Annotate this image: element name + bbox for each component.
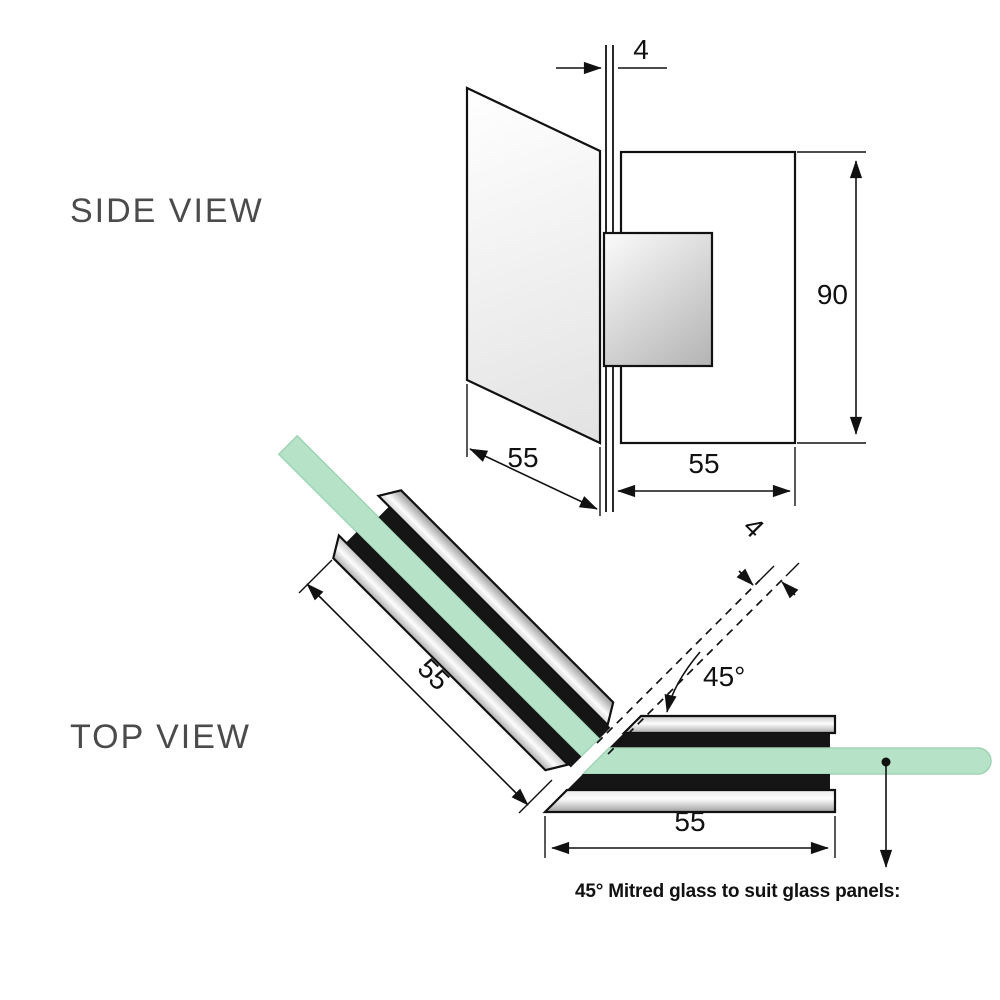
- dim-arrow-upper: [736, 568, 754, 586]
- horizontal-clamp-strip-lower: [567, 774, 830, 790]
- dim-value-panel-depth: 55: [507, 442, 538, 473]
- dim-line: [469, 448, 598, 510]
- dim-value-mitre-angle: 45°: [703, 661, 745, 692]
- dim-line: [306, 583, 529, 806]
- glass-note: 45° Mitred glass to suit glass panels:: [575, 757, 900, 902]
- dim-value-glass-thickness: 4: [633, 34, 649, 65]
- side-view-title: SIDE VIEW: [70, 192, 264, 230]
- mitre-ext-upper: [759, 565, 775, 581]
- dim-mitre-gap: 4: [736, 511, 799, 599]
- dim-value-horizontal-plate: 55: [674, 806, 705, 837]
- diagonal-glass-panel: [277, 434, 601, 758]
- ext-line-lower: [518, 779, 553, 814]
- dim-value-hinge-width: 55: [688, 448, 719, 479]
- top-view-title: TOP VIEW: [70, 718, 251, 756]
- dim-horizontal-plate: 55: [544, 806, 836, 858]
- dim-mitre-angle: 45°: [664, 651, 745, 713]
- hinge-clamp-block: [602, 231, 714, 368]
- dim-glass-panel-depth: 55: [466, 384, 601, 516]
- horizontal-hinge-plate-upper: [621, 714, 837, 735]
- horizontal-hinge-plate-lower: [542, 788, 837, 814]
- side-glass-panel: [465, 86, 602, 445]
- ext-line-upper: [298, 559, 333, 594]
- dim-hinge-width: 55: [617, 447, 796, 506]
- dim-glass-thickness: 4: [556, 34, 667, 75]
- side-view: SIDE VIEW 4 90 55: [70, 34, 866, 516]
- mitre-ext-lower: [785, 562, 800, 577]
- note-pointer-dot: [881, 757, 891, 767]
- dim-hinge-height: 90: [797, 151, 866, 444]
- horizontal-glass-panel: [581, 747, 992, 775]
- dim-arrow-lower: [781, 581, 799, 599]
- note-text: 45° Mitred glass to suit glass panels:: [575, 881, 900, 902]
- top-view: TOP VIEW 4 45°: [70, 434, 992, 902]
- dim-value-mitre-gap: 4: [737, 511, 770, 544]
- dim-value-hinge-height: 90: [817, 279, 848, 310]
- angle-arc: [664, 651, 701, 713]
- mitre-dashed-line-upper: [596, 579, 761, 744]
- horizontal-clamp-strip-upper: [609, 733, 830, 748]
